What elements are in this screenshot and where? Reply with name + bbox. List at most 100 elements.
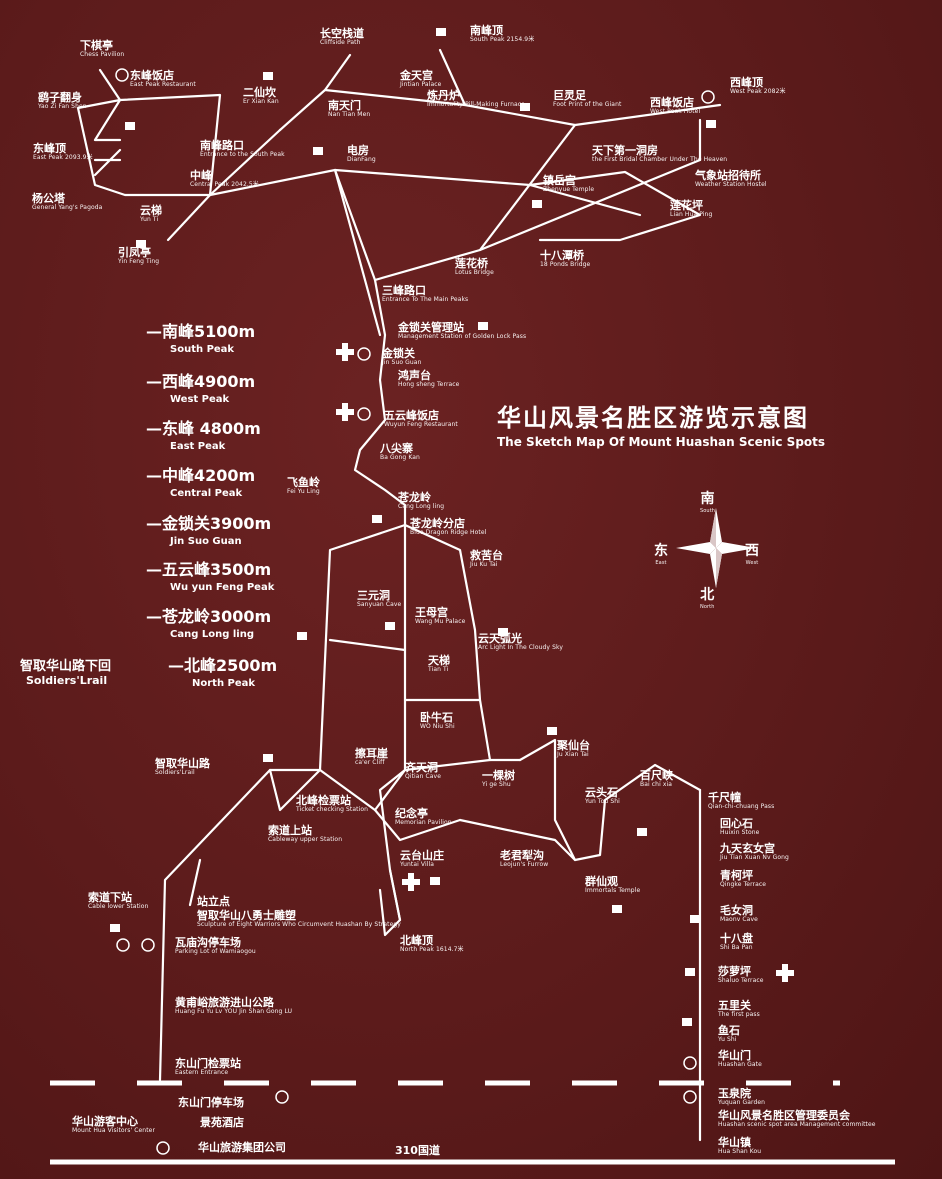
toilet-marker: [685, 968, 695, 976]
toilet-marker: [547, 727, 557, 735]
toilet-marker: [498, 628, 508, 636]
place-label: 东山门停车场: [178, 1096, 244, 1109]
route-line: [518, 738, 702, 862]
firstaid-marker: [402, 873, 420, 891]
map-title-zh: 华山风景名胜区游览示意图: [497, 404, 809, 432]
toilet-marker: [637, 828, 647, 836]
highway-label: 310国道: [395, 1144, 440, 1157]
toilet-marker: [690, 915, 700, 923]
parking-marker: [275, 1090, 289, 1104]
toilet-marker: [110, 924, 120, 932]
route-line: [188, 858, 202, 907]
toilet-marker: [263, 754, 273, 762]
toilet-marker: [313, 147, 323, 155]
toilet-marker: [125, 122, 135, 130]
restaurant-marker: [116, 938, 130, 952]
restaurant-marker: [357, 407, 371, 421]
route-line: [333, 168, 382, 337]
toilet-marker: [430, 877, 440, 885]
toilet-marker: [372, 515, 382, 523]
route-line: [158, 523, 407, 1082]
route-line: [403, 523, 522, 762]
route-line: [378, 868, 402, 937]
route-line: [208, 168, 642, 217]
toilet-marker: [706, 120, 716, 128]
route-line: [478, 118, 702, 252]
parking-marker: [156, 1141, 170, 1155]
route-line: [373, 808, 462, 842]
route-line: [208, 128, 282, 197]
restaurant-marker: [701, 90, 715, 104]
toilet-marker: [520, 103, 530, 111]
map-title-en: The Sketch Map Of Mount Huashan Scenic S…: [497, 435, 826, 449]
route-line: [353, 278, 407, 527]
place-label: 景苑酒店: [200, 1116, 244, 1129]
route-line: [528, 170, 702, 242]
firstaid-marker: [336, 343, 354, 361]
route-line: [328, 638, 482, 702]
parking-marker: [141, 938, 155, 952]
route-line: [333, 123, 577, 282]
restaurant-marker: [683, 1090, 697, 1104]
place-label: 华山旅游集团公司: [198, 1141, 286, 1154]
firstaid-marker: [336, 403, 354, 421]
place-label: 站立点: [197, 895, 230, 908]
